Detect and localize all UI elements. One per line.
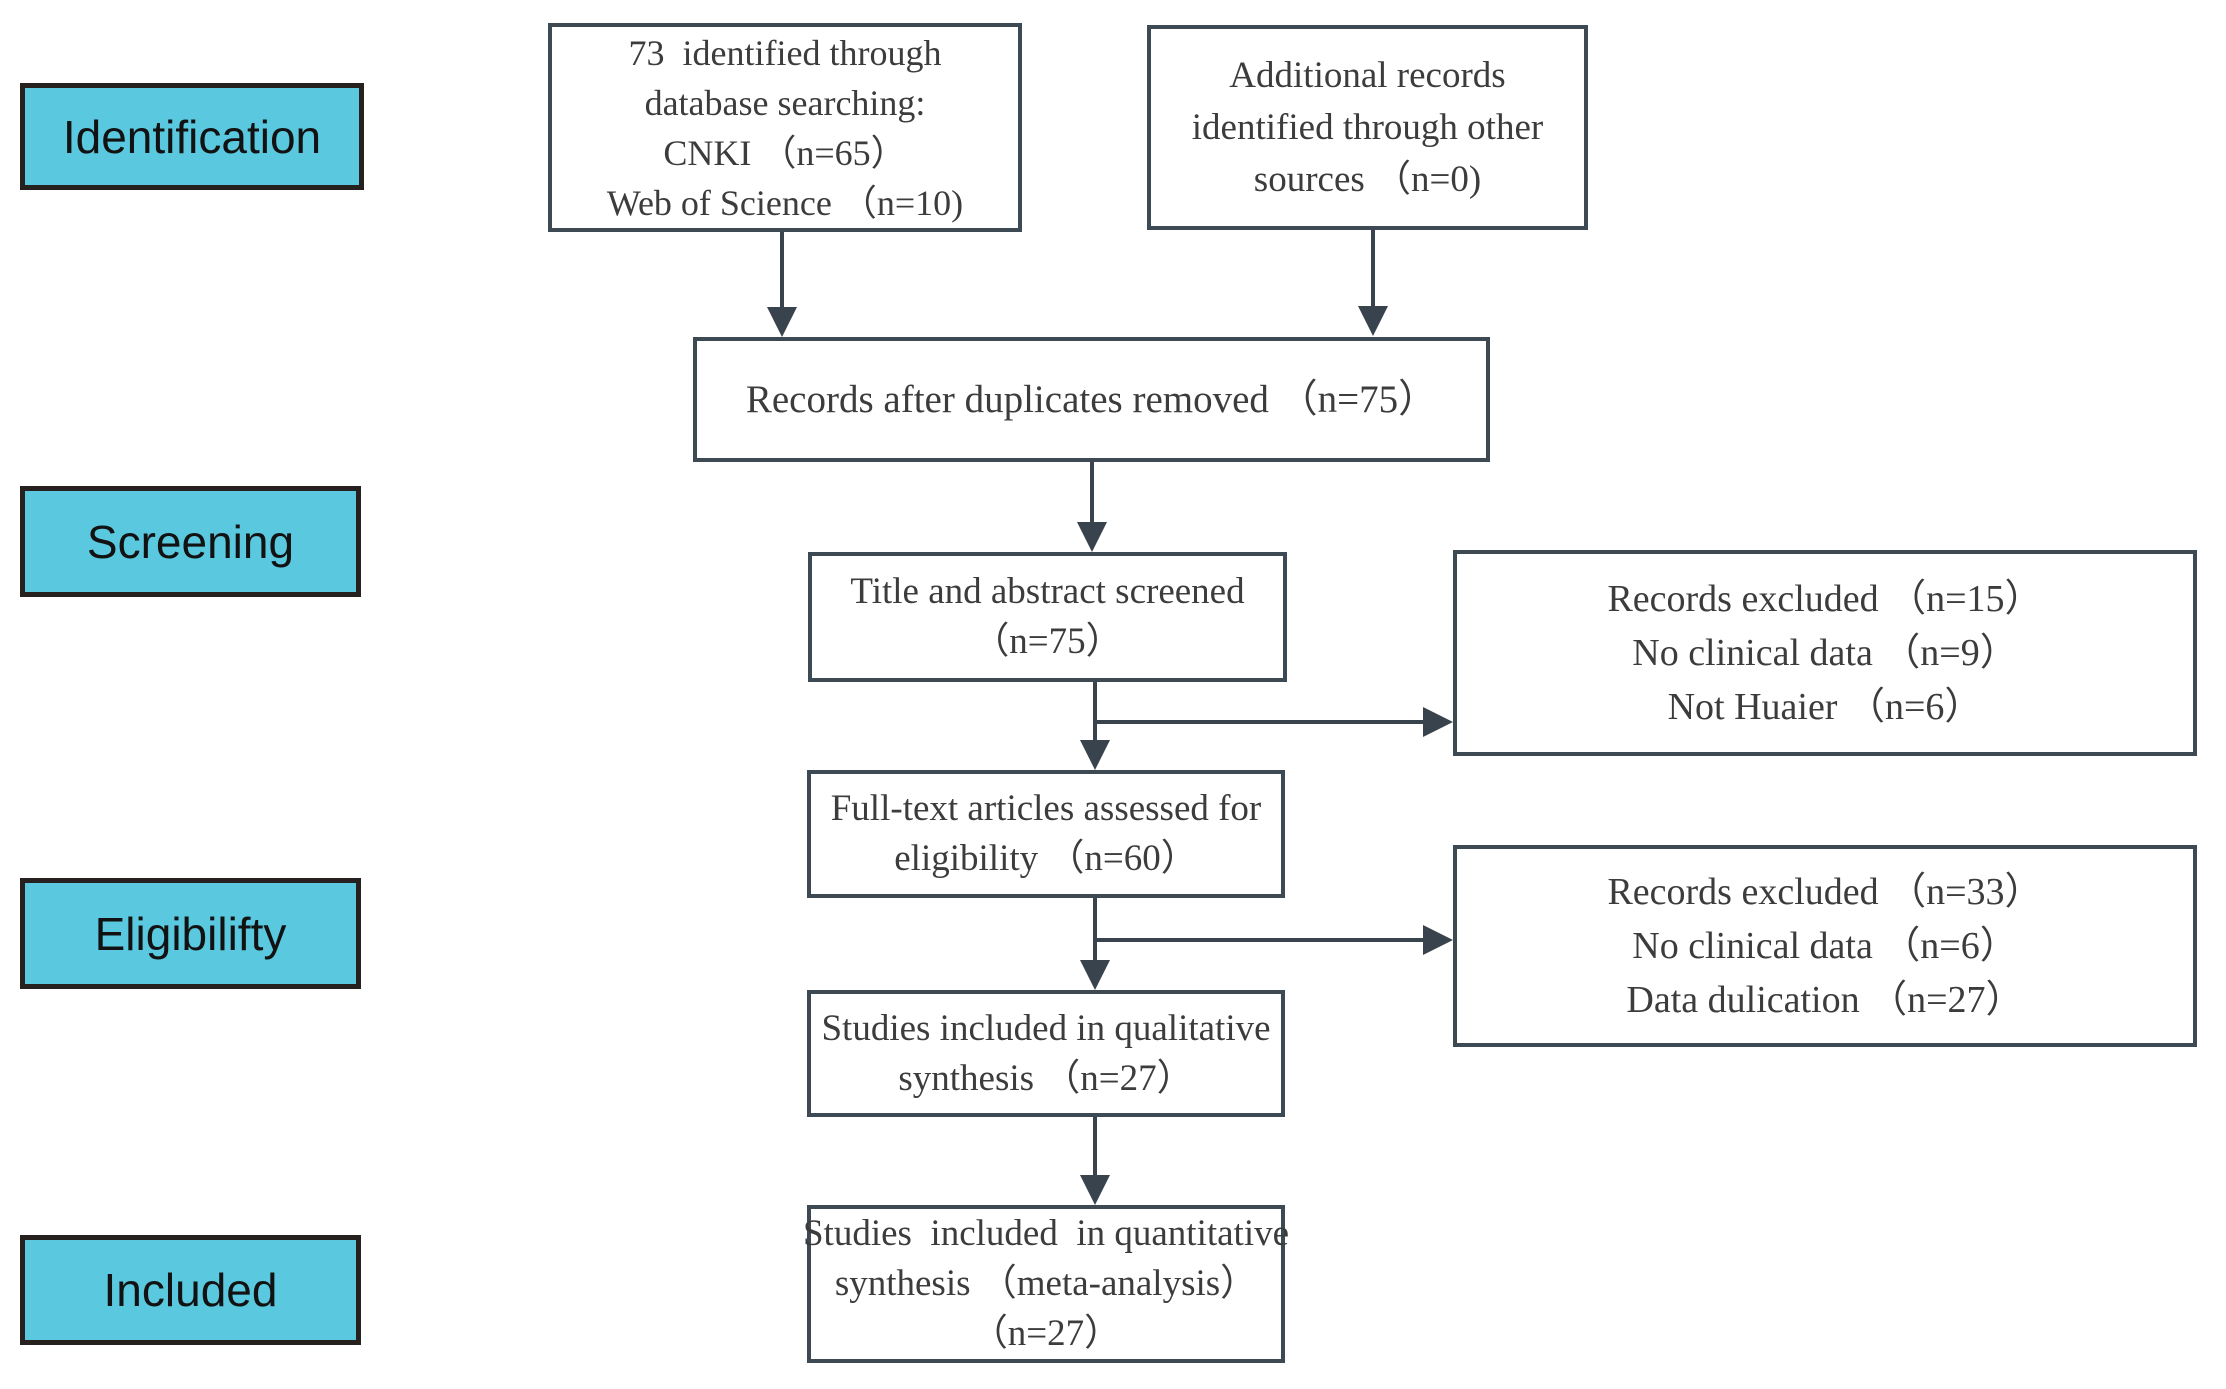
box-database-search-line3: CNKI （n=65） xyxy=(663,132,907,173)
arrow-duplicates-to-screened-line xyxy=(1090,462,1094,524)
box-additional-records-line3: sources （n=0) xyxy=(1253,158,1482,200)
arrow-duplicates-to-screened-head xyxy=(1077,522,1107,552)
box-excluded-eligibility-line2: No clinical data （n=6） xyxy=(1632,925,2018,967)
box-title-abstract: Title and abstract screened （n=75） xyxy=(808,552,1287,682)
arrow-screened-to-excluded-head xyxy=(1423,707,1453,737)
arrow-screened-to-excluded-line xyxy=(1095,720,1425,724)
box-quantitative-line2: synthesis （meta-analysis） xyxy=(834,1263,1258,1304)
box-additional-records: Additional records identified through ot… xyxy=(1147,25,1588,230)
arrow-db-to-duplicates-head xyxy=(767,307,797,337)
box-database-search: 73 identified through database searching… xyxy=(548,23,1022,232)
arrow-fulltext-to-excluded-head xyxy=(1423,925,1453,955)
box-qualitative-line2: synthesis （n=27） xyxy=(898,1057,1194,1099)
box-title-abstract-line2: （n=75） xyxy=(972,621,1123,662)
box-excluded-screening-line1: Records excluded （n=15） xyxy=(1607,578,2043,620)
box-database-search-line4: Web of Science （n=10) xyxy=(606,182,964,223)
box-after-duplicates: Records after duplicates removed （n=75） xyxy=(693,337,1490,462)
stage-screening-label: Screening xyxy=(86,515,295,568)
box-qualitative: Studies included in qualitative synthesi… xyxy=(807,990,1285,1117)
box-database-search-line1: 73 identified through xyxy=(628,32,942,73)
arrow-qualitative-to-quantitative-line xyxy=(1093,1117,1097,1177)
box-title-abstract-line1: Title and abstract screened xyxy=(850,571,1245,612)
box-additional-records-line1: Additional records xyxy=(1229,54,1506,96)
box-full-text-line1: Full-text articles assessed for xyxy=(830,788,1262,829)
box-quantitative: Studies included in quantitative synthes… xyxy=(803,1205,1289,1363)
stage-included-label: Included xyxy=(103,1264,278,1316)
stage-screening: Screening xyxy=(20,486,361,597)
box-excluded-screening-line3: Not Huaier （n=6） xyxy=(1667,686,1983,728)
arrow-fulltext-to-qualitative-head xyxy=(1080,960,1110,990)
stage-identification-label: Identification xyxy=(62,110,322,163)
arrow-screened-to-fulltext-line xyxy=(1093,682,1097,742)
box-excluded-screening-line2: No clinical data （n=9） xyxy=(1632,632,2018,674)
box-quantitative-line1: Studies included in quantitative xyxy=(802,1213,1290,1254)
box-full-text-line2: eligibility （n=60） xyxy=(894,838,1198,879)
stage-included: Included xyxy=(20,1235,361,1345)
box-database-search-line2: database searching: xyxy=(644,82,926,123)
arrow-screened-to-fulltext-head xyxy=(1080,740,1110,770)
box-excluded-eligibility-line1: Records excluded （n=33） xyxy=(1607,871,2043,913)
stage-eligibility-label: Eligibilifty xyxy=(94,907,287,960)
arrow-qualitative-to-quantitative-head xyxy=(1080,1175,1110,1205)
arrow-fulltext-to-qualitative-line xyxy=(1093,898,1097,962)
arrow-db-to-duplicates-line xyxy=(780,232,784,310)
box-full-text: Full-text articles assessed for eligibil… xyxy=(807,770,1285,898)
stage-eligibility: Eligibilifty xyxy=(20,878,361,989)
box-additional-records-line2: identified through other xyxy=(1191,106,1544,148)
arrow-fulltext-to-excluded-line xyxy=(1095,938,1425,942)
box-after-duplicates-line1: Records after duplicates removed （n=75） xyxy=(745,377,1438,421)
stage-identification: Identification xyxy=(20,83,364,190)
box-qualitative-line1: Studies included in qualitative xyxy=(821,1007,1271,1049)
box-excluded-screening: Records excluded （n=15） No clinical data… xyxy=(1453,550,2197,756)
box-quantitative-line3: （n=27） xyxy=(970,1313,1122,1354)
box-excluded-eligibility: Records excluded （n=33） No clinical data… xyxy=(1453,845,2197,1047)
arrow-additional-to-duplicates-head xyxy=(1358,306,1388,336)
box-excluded-eligibility-line3: Data dulication （n=27） xyxy=(1626,979,2024,1021)
arrow-additional-to-duplicates-line xyxy=(1371,230,1375,308)
